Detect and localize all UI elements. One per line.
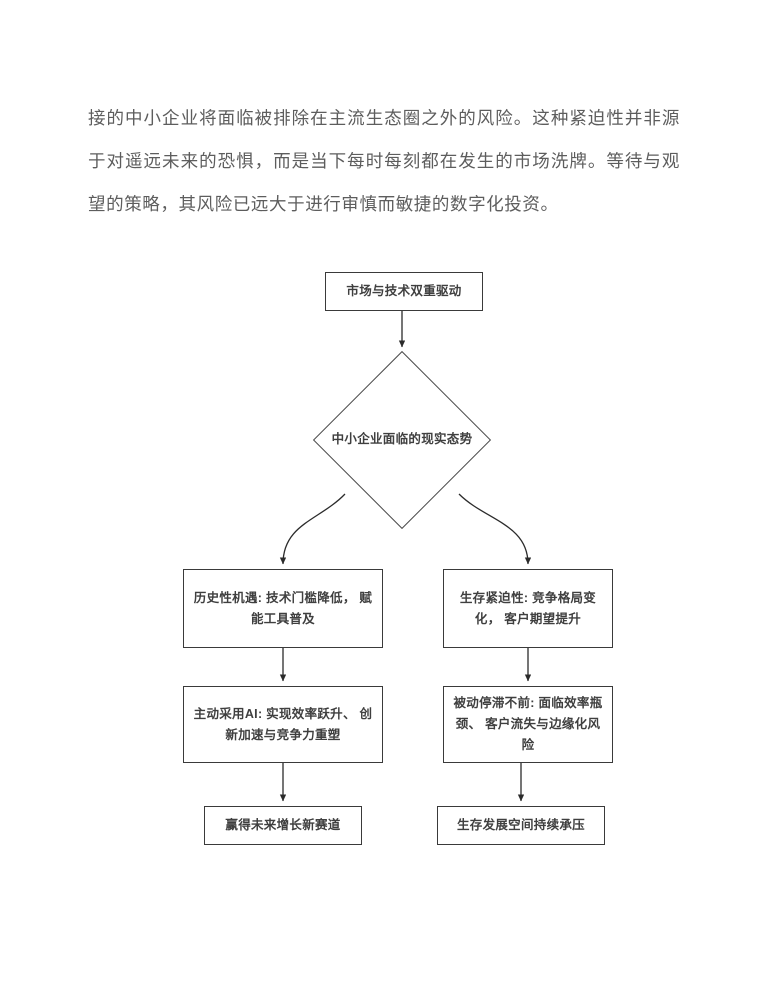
flow-node-top[interactable]: 市场与技术双重驱动 <box>325 272 483 311</box>
paragraph-text: 接的中小企业将面临被排除在主流生态圈之外的风险。这种紧迫性并非源于对遥远未来的恐… <box>88 109 680 215</box>
flow-node-left-1[interactable]: 历史性机遇: 技术门槛降低， 赋能工具普及 <box>183 569 383 648</box>
flow-node-right-3-label: 生存发展空间持续承压 <box>456 818 585 832</box>
flow-node-left-3[interactable]: 赢得未来增长新赛道 <box>204 806 362 845</box>
flow-node-right-3[interactable]: 生存发展空间持续承压 <box>437 806 605 845</box>
flow-node-left-2[interactable]: 主动采用AI: 实现效率跃升、 创新加速与竞争力重塑 <box>183 686 383 763</box>
flow-node-left-1-label: 历史性机遇: 技术门槛降低， 赋能工具普及 <box>193 590 373 626</box>
flow-node-decision-label: 中小企业面临的现实态势 <box>331 432 473 446</box>
flow-node-top-label: 市场与技术双重驱动 <box>346 284 462 298</box>
flow-node-right-1[interactable]: 生存紧迫性: 竞争格局变化， 客户期望提升 <box>443 569 613 648</box>
flow-node-left-3-label: 赢得未来增长新赛道 <box>225 818 341 832</box>
flow-node-right-2-label: 被动停滞不前: 面临效率瓶颈、 客户流失与边缘化风险 <box>453 696 603 752</box>
flow-node-left-2-label: 主动采用AI: 实现效率跃升、 创新加速与竞争力重塑 <box>193 706 373 742</box>
flow-node-decision[interactable]: 中小企业面临的现实态势 <box>312 350 492 530</box>
flow-node-right-1-label: 生存紧迫性: 竞争格局变化， 客户期望提升 <box>459 590 597 626</box>
flow-node-right-2[interactable]: 被动停滞不前: 面临效率瓶颈、 客户流失与边缘化风险 <box>443 686 613 763</box>
body-paragraph: 接的中小企业将面临被排除在主流生态圈之外的风险。这种紧迫性并非源于对遥远未来的恐… <box>88 98 680 227</box>
